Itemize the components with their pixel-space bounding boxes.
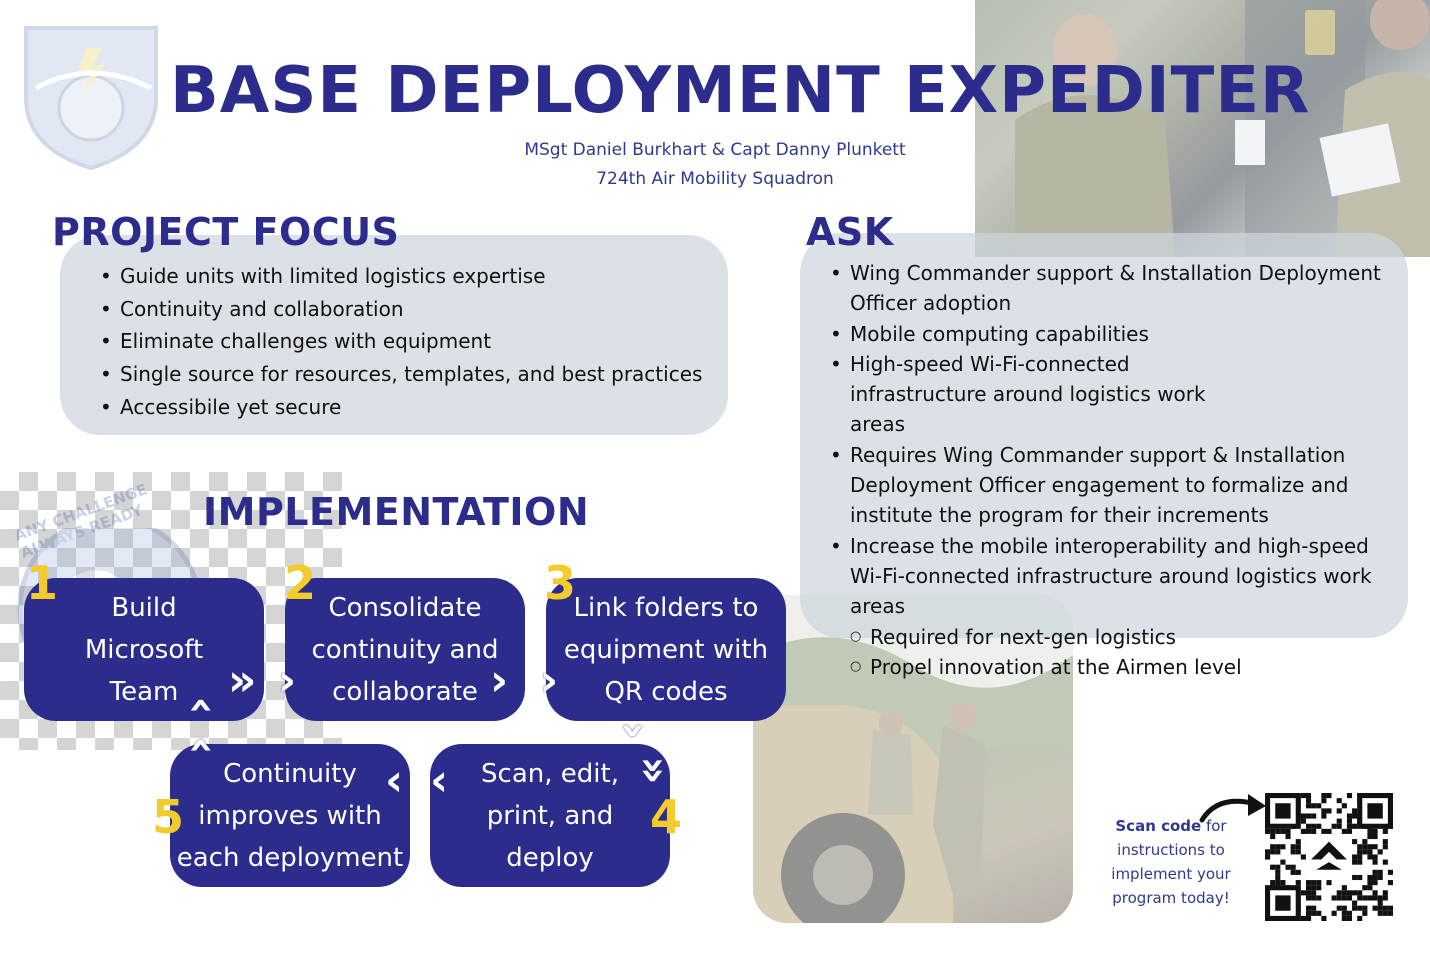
list-subitem: Propel innovation at the Airmen level [850, 652, 1405, 683]
step-number-2: 2 [284, 556, 317, 610]
photo-scene-bottom [753, 595, 1073, 923]
unit-line: 724th Air Mobility Squadron [596, 169, 834, 189]
chevron-right-icon: › [278, 655, 297, 706]
list-item: Accessibile yet secure [100, 391, 720, 424]
step-2-box: Consolidate continuity and collaborate [285, 578, 525, 721]
step-number-3: 3 [544, 556, 577, 610]
list-item: High-speed Wi-Fi-connected infrastructur… [830, 349, 1405, 440]
project-focus-heading: PROJECT FOCUS [52, 210, 400, 254]
chevron-right-icon: › [490, 655, 509, 706]
step-number-5: 5 [152, 790, 185, 844]
list-item: Single source for resources, templates, … [100, 358, 720, 391]
list-item: Guide units with limited logistics exper… [100, 260, 720, 293]
photo-scene-top [1015, 0, 1430, 257]
step-label: Consolidate continuity and collaborate [311, 592, 499, 707]
qr-code-graphic [1265, 793, 1393, 921]
step-number-4: 4 [650, 790, 683, 844]
chevron-left-icon: ‹ [430, 755, 449, 806]
chevron-right-icon: » [228, 655, 257, 706]
poster-title: BASE DEPLOYMENT EXPEDITER [170, 54, 1311, 128]
ask-heading: ASK [806, 210, 894, 254]
step-5-box: Continuity improves with each deployment [170, 744, 410, 887]
list-item: Mobile computing capabilities [830, 319, 1405, 350]
chevron-down-icon: › [608, 721, 660, 740]
step-3-box: Link folders to equipment with QR codes [546, 578, 786, 721]
scan-code-rest: for instructions to implement your progr… [1111, 817, 1231, 907]
authors-line: MSgt Daniel Burkhart & Capt Danny Plunke… [524, 140, 906, 160]
list-item: Wing Commander support & Installation De… [830, 258, 1405, 319]
ask-list: Wing Commander support & Installation De… [830, 258, 1405, 682]
step-label: Build Microsoft Team [84, 592, 204, 707]
chevron-left-icon: ‹ [385, 755, 404, 806]
list-item: Eliminate challenges with equipment [100, 325, 720, 358]
wing-emblem-logo [16, 18, 166, 171]
list-item: Continuity and collaboration [100, 293, 720, 326]
list-item: Increase the mobile interoperability and… [830, 531, 1405, 622]
soldiers-photo-top [975, 0, 1430, 257]
step-label: Continuity improves with each deployment [176, 758, 404, 873]
curved-arrow-icon [1198, 790, 1270, 830]
list-item: Requires Wing Commander support & Instal… [830, 440, 1405, 531]
project-focus-list: Guide units with limited logistics exper… [100, 260, 720, 424]
chevron-up-icon: › [173, 696, 225, 715]
chevron-right-icon: › [540, 655, 559, 706]
list-subitem: Required for next-gen logistics [850, 622, 1405, 653]
step-1-box: Build Microsoft Team [24, 578, 264, 721]
step-label: Scan, edit, print, and deploy [481, 758, 619, 873]
step-label: Link folders to equipment with QR codes [563, 592, 769, 707]
poster-subtitle: MSgt Daniel Burkhart & Capt Danny Plunke… [430, 136, 1000, 194]
implementation-heading: IMPLEMENTATION [203, 490, 590, 534]
chevron-down-icon: » [628, 756, 680, 785]
chevron-up-icon: › [173, 736, 225, 755]
step-4-box: Scan, edit, print, and deploy [430, 744, 670, 887]
scan-code-bold: Scan code [1115, 817, 1202, 835]
step-number-1: 1 [26, 556, 59, 610]
scan-instructions: Scan code for instructions to implement … [1106, 814, 1236, 910]
qr-code[interactable] [1265, 793, 1393, 921]
